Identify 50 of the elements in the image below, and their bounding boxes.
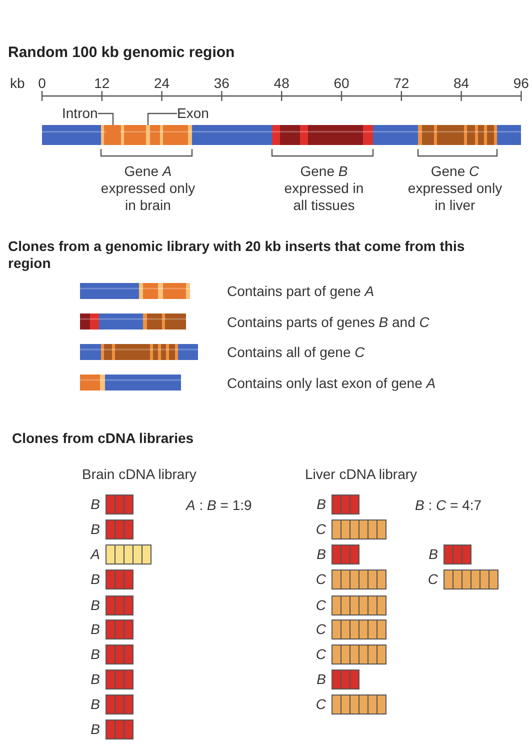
clone-letter: B [316,546,326,563]
clone-letter: B [90,671,100,688]
clone-letter: C [314,621,326,638]
clone-letter: B [316,496,326,513]
clone-letter: C [314,571,326,588]
leader-line [98,112,114,125]
axis-label: 12 [93,75,111,92]
clone-letter: B [90,721,100,738]
clone-letter: B [90,496,100,513]
gene-label: Gene A expressed only in brain [100,163,196,214]
clone-letter: C [314,597,326,614]
label: Contains part of gene A [227,283,374,300]
label: Contains all of gene C [227,344,365,361]
column-heading: Brain cDNA library [82,466,196,483]
clone-letter: B [90,621,100,638]
clone-letter: C [314,646,326,663]
ratio-label: B : C = 4:7 [415,497,482,514]
part-label: Exon [177,105,209,122]
clone-letter: A [89,546,100,563]
clone-letter: B [90,597,100,614]
axis-label: 0 [37,75,47,92]
part-label: Intron [62,105,98,122]
ratio-label: A : B = 1:9 [186,497,252,514]
clone-letter: C [314,521,326,538]
axis-label: 72 [392,75,410,92]
clone-letter: B [90,571,100,588]
axis-label: 36 [212,75,230,92]
exon-stripe [146,125,150,145]
axis-label: 84 [452,75,470,92]
clone-letter: B [428,546,438,563]
leader-line [147,112,177,125]
clone-letter: C [426,571,438,588]
section-heading: Clones from cDNA libraries [12,430,194,447]
axis-label: 60 [332,75,350,92]
gene-label: Gene C expressed only in liver [406,163,504,214]
clone-letter: B [90,521,100,538]
axis-label: 48 [272,75,290,92]
axis-label: kb [10,75,25,92]
axis-label: 24 [153,75,171,92]
clone-letter: C [314,696,326,713]
clone-letter: B [90,646,100,663]
clone-letter: B [316,671,326,688]
gene-label: Gene B expressed in all tissues [283,163,365,214]
column-heading: Liver cDNA library [305,466,418,483]
label: Contains parts of genes B and C [227,314,430,330]
section-heading: Clones from a genomic library with 20 kb inserts that come from this region [8,238,466,272]
title: Random 100 kb genomic region [8,44,235,61]
clone-letter: B [90,696,100,713]
label: Contains only last exon of gene A [227,374,436,392]
axis-label: 96 [512,75,530,92]
